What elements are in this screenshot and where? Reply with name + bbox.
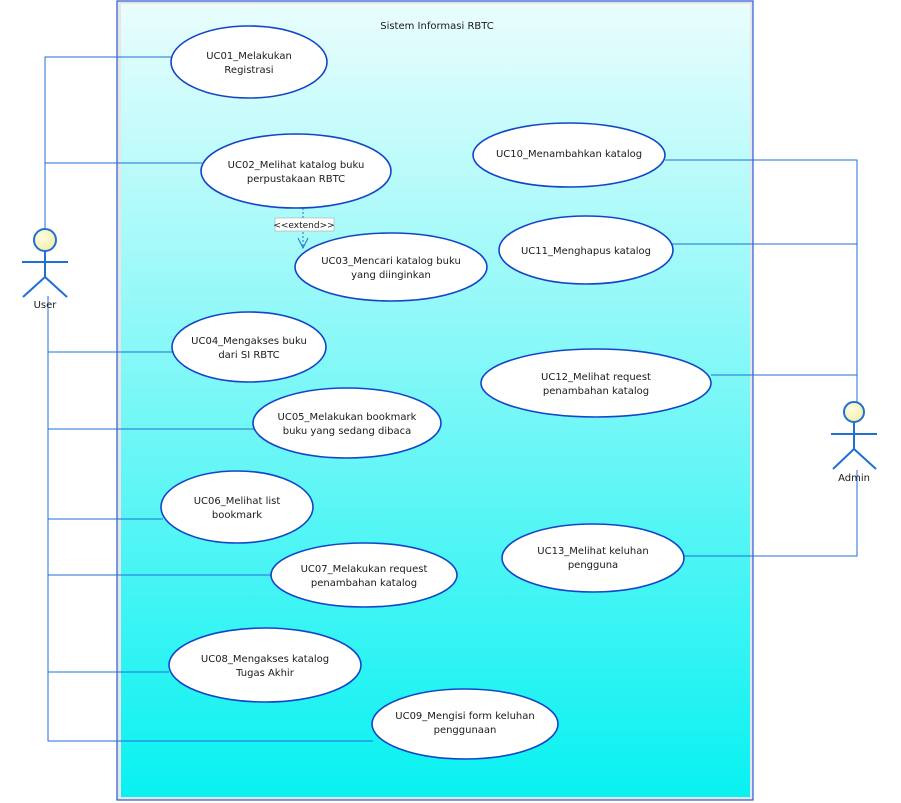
uc13-line-2: pengguna	[568, 560, 618, 571]
uc05-line-2: buku yang sedang dibaca	[283, 426, 412, 437]
use-case-uc02[interactable]: UC02_Melihat katalog buku perpustakaan R…	[200, 133, 392, 209]
uc10-line-1: UC10_Menambahkan katalog	[496, 149, 642, 160]
actor-user[interactable]: User	[22, 228, 68, 311]
assoc-user-uc09	[47, 672, 373, 742]
uc12-line-2: penambahan katalog	[543, 386, 649, 397]
uc01-line-2: Registrasi	[224, 65, 273, 76]
uc02-line-2: perpustakaan RBTC	[247, 174, 345, 185]
use-case-uc04[interactable]: UC04_Mengakses buku dari SI RBTC	[171, 311, 327, 383]
system-title: Sistem Informasi RBTC	[380, 21, 494, 32]
uc08-line-2: Tugas Akhir	[235, 668, 295, 679]
assoc-admin-uc10	[665, 159, 858, 402]
user-associations	[44, 56, 373, 742]
actor-admin[interactable]: Admin	[831, 401, 877, 484]
uc04-line-2: dari SI RBTC	[218, 350, 279, 361]
uc07-line-1: UC07_Melakukan request	[301, 564, 428, 575]
uc11-line-1: UC11_Menghapus katalog	[521, 246, 651, 257]
use-case-uc12[interactable]: UC12_Melihat request penambahan katalog	[480, 348, 712, 418]
assoc-admin-uc13	[684, 470, 858, 557]
uc06-line-1: UC06_Melihat list	[194, 496, 281, 507]
uc12-line-1: UC12_Melihat request	[541, 372, 651, 383]
uc02-line-1: UC02_Melihat katalog buku	[228, 160, 365, 171]
use-case-uc10[interactable]: UC10_Menambahkan katalog	[472, 122, 666, 188]
admin-head-icon	[843, 401, 865, 423]
use-case-uc05[interactable]: UC05_Melakukan bookmark buku yang sedang…	[252, 387, 442, 459]
admin-label: Admin	[838, 473, 870, 484]
uc08-line-1: UC08_Mengakses katalog	[201, 654, 329, 665]
admin-associations	[665, 159, 858, 557]
user-body-icon	[22, 251, 68, 298]
uc06-line-2: bookmark	[212, 510, 262, 521]
extend-label: <<extend>>	[273, 221, 334, 231]
admin-body-icon	[831, 422, 877, 470]
uc03-line-1: UC03_Mencari katalog buku	[321, 256, 461, 267]
uc13-line-1: UC13_Melihat keluhan	[537, 546, 648, 557]
use-case-uc03[interactable]: UC03_Mencari katalog buku yang diinginka…	[294, 232, 488, 302]
use-case-uc08[interactable]: UC08_Mengakses katalog Tugas Akhir	[168, 627, 362, 703]
uc09-line-2: penggunaan	[434, 725, 497, 736]
use-case-uc11[interactable]: UC11_Menghapus katalog	[498, 215, 674, 285]
use-case-uc13[interactable]: UC13_Melihat keluhan pengguna	[501, 523, 685, 593]
user-label: User	[34, 300, 58, 311]
uc05-line-1: UC05_Melakukan bookmark	[278, 412, 417, 423]
user-head-icon	[33, 228, 57, 252]
assoc-user-uc01	[44, 56, 172, 235]
extend-relation: <<extend>>	[273, 208, 335, 250]
use-case-uc01[interactable]: UC01_Melakukan Registrasi	[170, 25, 328, 99]
uc09-line-1: UC09_Mengisi form keluhan	[395, 711, 534, 722]
uc04-line-1: UC04_Mengakses buku	[191, 336, 307, 347]
uc03-line-2: yang diinginkan	[351, 270, 431, 281]
uc01-line-1: UC01_Melakukan	[206, 51, 292, 62]
uc07-line-2: penambahan katalog	[311, 578, 417, 589]
use-case-uc06[interactable]: UC06_Melihat list bookmark	[160, 470, 314, 544]
use-case-uc07[interactable]: UC07_Melakukan request penambahan katalo…	[270, 542, 458, 608]
use-case-uc09[interactable]: UC09_Mengisi form keluhan penggunaan	[371, 688, 559, 760]
